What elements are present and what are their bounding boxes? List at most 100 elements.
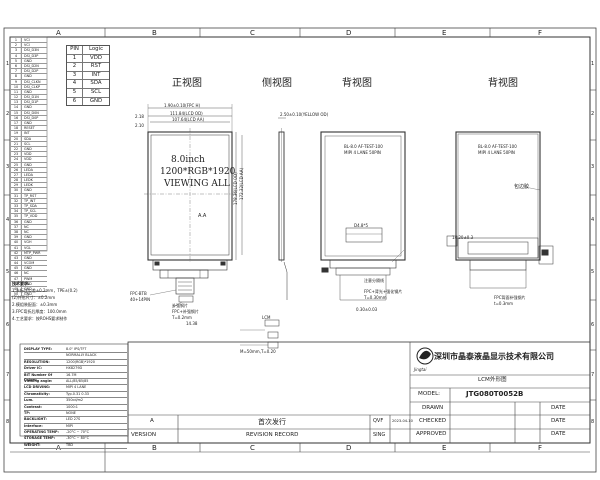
pin-logic-signal: SCL bbox=[90, 88, 102, 95]
spec-value: 16.7M bbox=[66, 372, 77, 377]
pin-logic-pin: 1 bbox=[67, 54, 83, 63]
logo-text: Jingtai bbox=[414, 367, 427, 372]
pin-signal: GND bbox=[24, 74, 32, 79]
pin-signal: GND bbox=[24, 235, 32, 240]
pin-signal: SDA bbox=[24, 136, 32, 141]
grid-row-label: 6 bbox=[591, 322, 595, 328]
pin-logic-pin: 3 bbox=[67, 71, 83, 80]
spec-key: Contrast: bbox=[24, 404, 42, 409]
pin-number: 6 bbox=[11, 63, 22, 69]
spec-row: DISPLAY TYPE:8.0" IPS/TFT bbox=[24, 347, 127, 354]
spec-key: OPERATING TEMP: bbox=[24, 430, 59, 435]
notes-title: 技术要求: bbox=[12, 281, 30, 286]
pin-number: 7 bbox=[11, 69, 22, 74]
pin-signal: NC bbox=[24, 229, 29, 234]
spec-value: TBD bbox=[66, 442, 74, 447]
pin-logic-header-logic: Logic bbox=[88, 46, 104, 52]
spec-row: Chromaticity:Typ.0.31 0.33 bbox=[24, 392, 127, 399]
pin-number: 2 bbox=[11, 43, 22, 48]
pin-signal: DSI_D3P bbox=[24, 53, 39, 58]
stiffener-label: 补强钢片 bbox=[172, 303, 188, 308]
pin-number: 20 bbox=[11, 136, 22, 141]
grid-row-label: 1 bbox=[6, 61, 10, 67]
spec-value: LED 27S bbox=[66, 417, 81, 422]
pin-number: 29 bbox=[11, 183, 22, 188]
back-right-label2: MIPI 4 LANE 50PIN bbox=[478, 150, 515, 155]
grid-col-label: E bbox=[442, 444, 447, 452]
grid-row-label: 2 bbox=[6, 111, 10, 117]
approved-label: APPROVED bbox=[416, 431, 447, 437]
pin-signal: DSI_D1N bbox=[24, 95, 39, 100]
grid-col-label: B bbox=[152, 29, 157, 37]
back-mid-label: BL-8.0 AF-TEST-100 bbox=[344, 144, 383, 149]
pin-signal: LEDA bbox=[24, 167, 33, 172]
checked-label: CHECKED bbox=[419, 418, 447, 424]
pin-number: 16 bbox=[11, 115, 22, 120]
grid-col-label: F bbox=[538, 444, 543, 452]
pin-signal: DSI_CLKN bbox=[24, 79, 41, 84]
pin-number: 42 bbox=[11, 250, 22, 255]
spec-value: MIPI bbox=[66, 423, 73, 428]
pin-signal: GND bbox=[24, 281, 32, 286]
pin-signal: DSI_D1P bbox=[24, 100, 39, 105]
lower-note: FPC+补强钢片 bbox=[172, 309, 199, 314]
pin-number: 25 bbox=[11, 162, 22, 167]
spec-value: NORMALLY BLACK bbox=[66, 353, 97, 358]
grid-col-label: F bbox=[538, 29, 543, 37]
dim-height-outline: 178.36(LCD OD) bbox=[233, 172, 238, 205]
spec-value: NONE bbox=[66, 410, 76, 415]
pin-number: 19 bbox=[11, 131, 22, 136]
spec-key: DISPLAY TYPE: bbox=[24, 347, 53, 351]
spec-value: 350cd/m2 bbox=[66, 398, 84, 403]
pin-number: 22 bbox=[11, 146, 22, 152]
right-dim: 14.20±0.3 bbox=[452, 235, 474, 240]
back-right-label: BL-8.0 AF-TEST-100 bbox=[478, 144, 517, 149]
pin-signal: GND bbox=[24, 266, 32, 271]
dim-height-aa: 172.32(LCD AA) bbox=[239, 167, 244, 200]
qvf-label: QVF bbox=[373, 418, 384, 424]
spec-key: RESOLUTION: bbox=[24, 359, 50, 364]
spec-row: Interface:MIPI bbox=[24, 423, 127, 431]
pin-number: 24 bbox=[11, 157, 22, 162]
bottom-pitch: 0.30±0.03 bbox=[356, 307, 378, 312]
pin-number: 12 bbox=[11, 95, 22, 100]
pin-number: 32 bbox=[11, 198, 22, 203]
spec-row: Viewing angle:ALL/85/85/85 bbox=[24, 379, 127, 386]
pin-number: 26 bbox=[11, 167, 22, 172]
pin-signal: TP_VDD bbox=[24, 214, 38, 219]
date-label: DATE bbox=[551, 405, 566, 411]
pin-logic-signal: VDD bbox=[90, 54, 102, 61]
fpc-note: FPC背面补强钢片 bbox=[494, 295, 526, 300]
date-label: DATE bbox=[551, 431, 566, 437]
pin-number: 11 bbox=[11, 89, 22, 95]
pin-signal: TP_SDA bbox=[24, 204, 37, 208]
grid-col-label: E bbox=[442, 29, 447, 37]
pin-signal: DSI_D3N bbox=[24, 48, 39, 53]
spec-key: BACKLIGHT: bbox=[24, 417, 47, 422]
dim-left-a: 2.18 bbox=[135, 114, 144, 119]
lower-dim: 14.38 bbox=[186, 321, 198, 326]
grid-row-label: 7 bbox=[6, 372, 10, 378]
pin-number: 38 bbox=[11, 229, 22, 235]
